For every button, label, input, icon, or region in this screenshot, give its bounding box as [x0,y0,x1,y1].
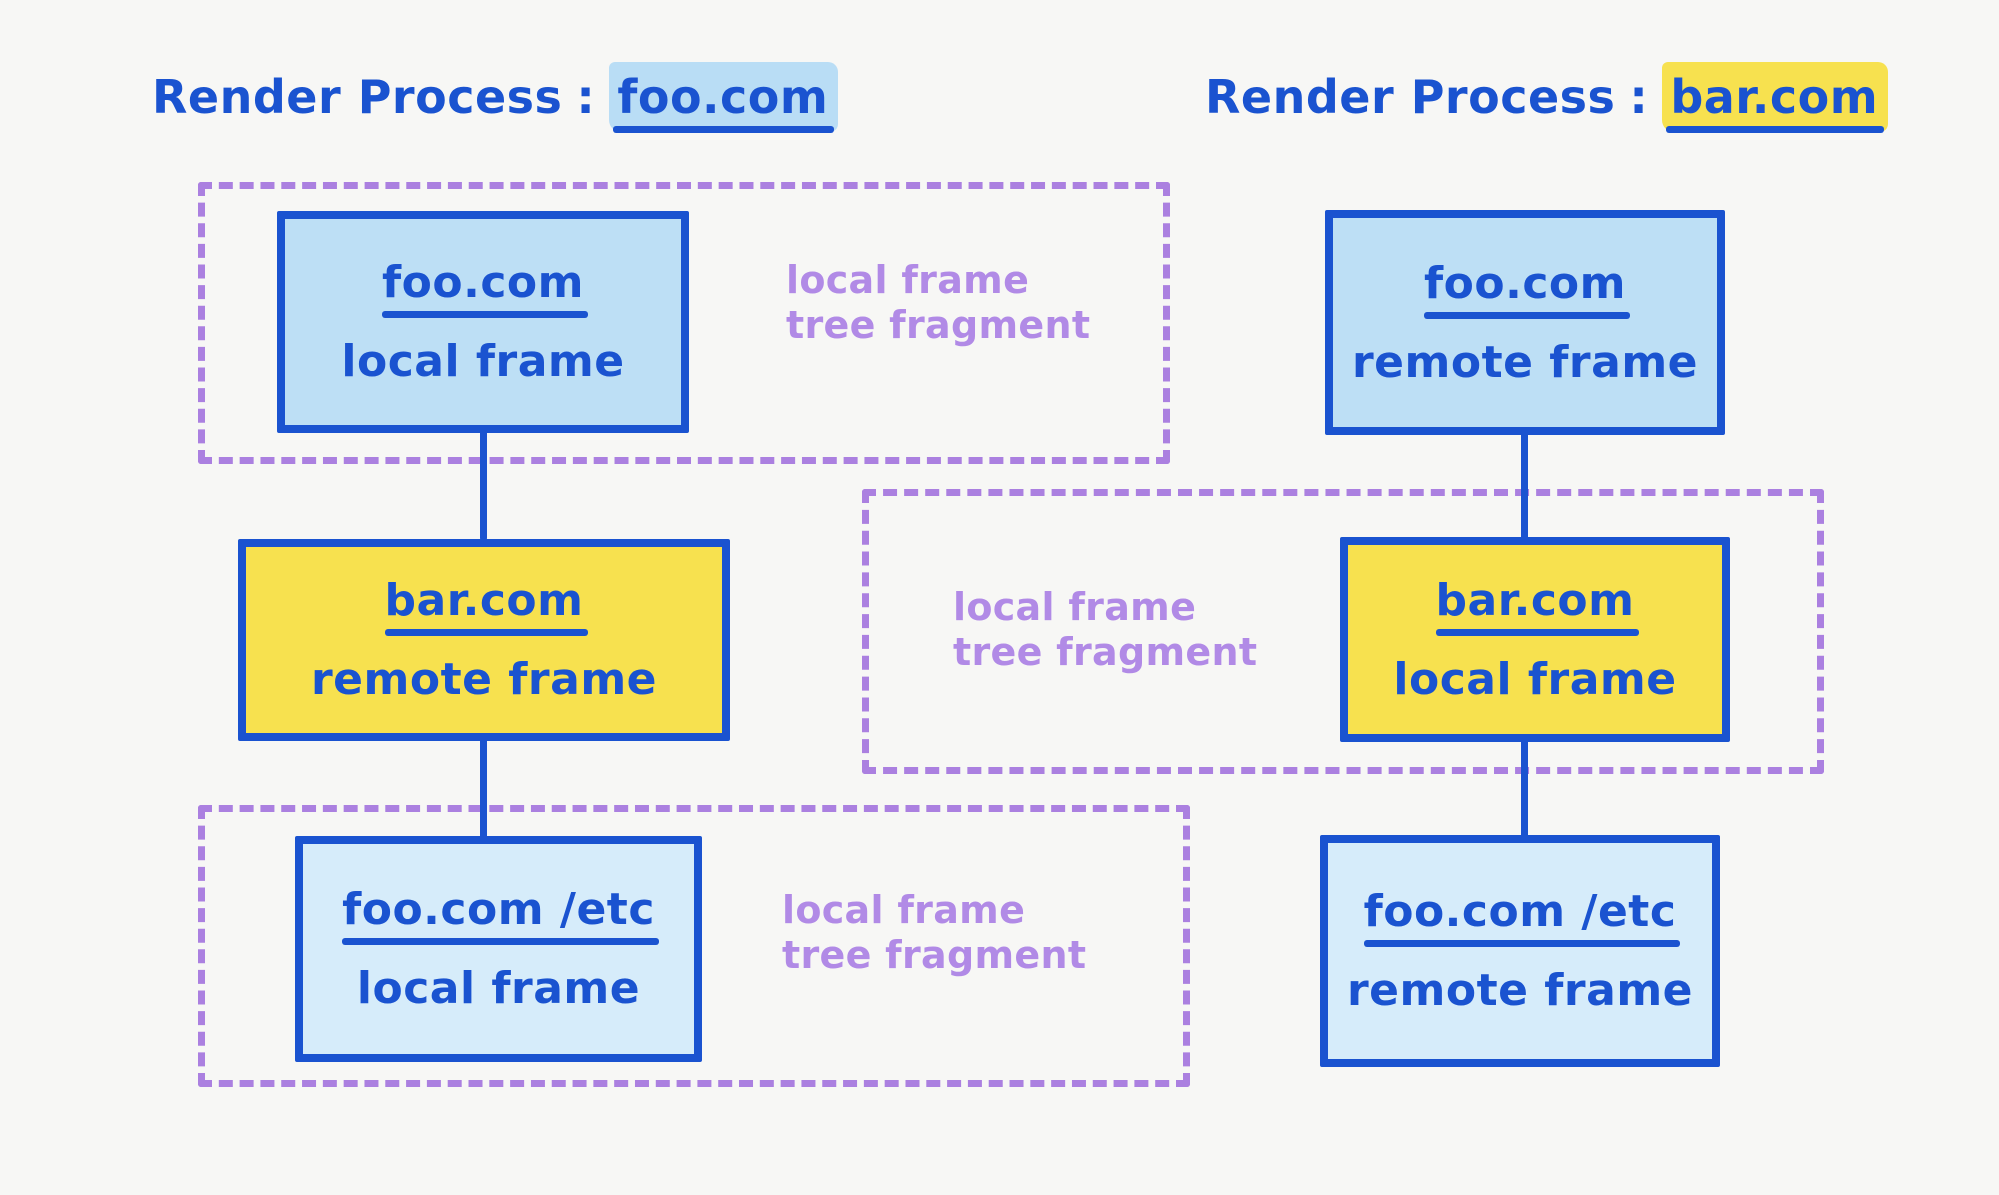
connector-left-1 [480,430,487,540]
connector-right-2 [1521,735,1528,845]
fragment-caption-middle: local frame tree fragment [953,585,1258,674]
fragment-region-left-bottom [198,805,1190,1087]
process-title-bar-prefix: Render Process [1205,70,1616,124]
process-title-foo-separator: : [576,70,596,124]
frame-kind-right-foo: remote frame [1351,336,1699,388]
fragment-caption-left-top: local frame tree fragment [786,258,1091,347]
frame-box-right-foo[interactable]: foo.com remote frame [1325,210,1725,435]
frame-origin-right-fooetc: foo.com /etc [1363,886,1681,947]
fragment-caption-left-bottom: local frame tree fragment [782,888,1087,977]
fragment-region-left-top [198,182,1170,464]
frame-origin-left-bar: bar.com [384,575,588,636]
frame-origin-left-foo: foo.com [382,257,588,318]
process-title-bar-origin: bar.com [1662,62,1889,133]
frame-box-left-fooetc[interactable]: foo.com /etc local frame [295,836,702,1062]
process-title-bar: Render Process : bar.com [1205,62,1889,133]
process-title-bar-separator: : [1629,70,1649,124]
frame-kind-right-bar: local frame [1393,653,1677,705]
frame-origin-left-fooetc: foo.com /etc [342,884,659,945]
frame-box-left-bar[interactable]: bar.com remote frame [238,539,730,741]
process-title-foo: Render Process : foo.com [152,62,839,133]
frame-origin-right-foo: foo.com [1424,258,1630,319]
frame-kind-left-fooetc: local frame [356,963,641,1014]
process-title-foo-prefix: Render Process [152,70,563,124]
frame-box-left-foo[interactable]: foo.com local frame [277,211,689,433]
frame-kind-left-bar: remote frame [310,654,658,705]
fragment-region-middle [862,489,1824,774]
frame-kind-left-foo: local frame [341,336,625,387]
frame-box-right-fooetc[interactable]: foo.com /etc remote frame [1320,835,1720,1067]
frame-box-right-bar[interactable]: bar.com local frame [1340,537,1730,742]
connector-left-2 [480,735,487,845]
frame-origin-right-bar: bar.com [1435,575,1639,636]
frame-kind-right-fooetc: remote frame [1346,965,1694,1016]
process-title-foo-origin: foo.com [609,62,839,133]
connector-right-1 [1521,432,1528,542]
